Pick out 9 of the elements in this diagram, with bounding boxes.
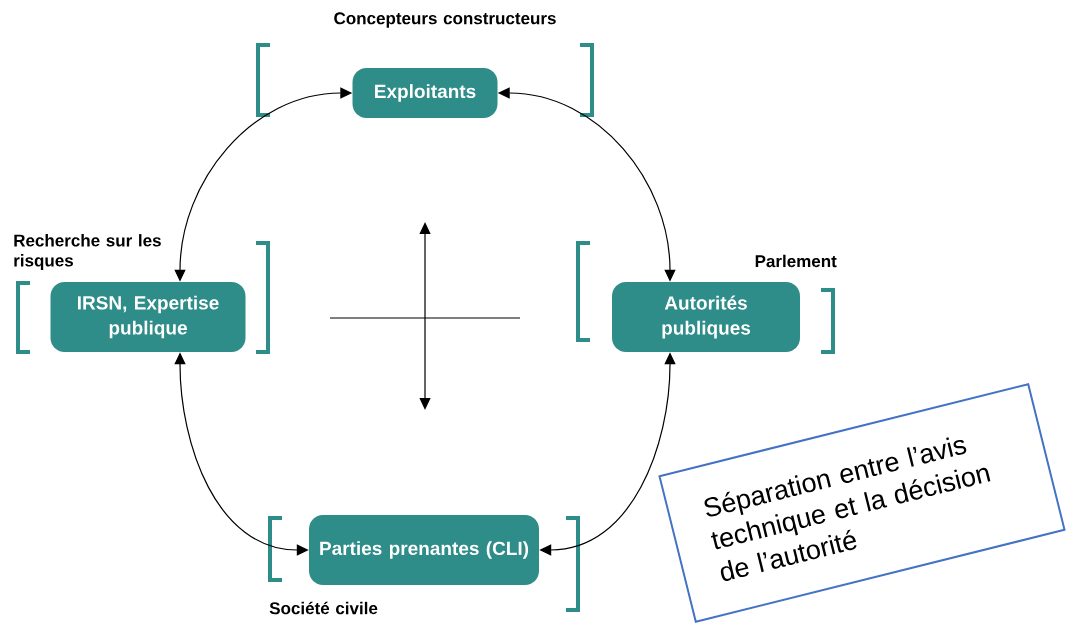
text-box: Séparation entre l’avis technique et la décision de l’autorité <box>658 383 1066 623</box>
group-label: Recherche sur les risques <box>14 234 161 270</box>
group-label: Parlement <box>755 254 837 268</box>
rounded-box: Autorités publiques <box>612 282 800 352</box>
rounded-box: IRSN, Expertise publique <box>50 282 246 352</box>
group-label: Concepteurs constructeurs <box>334 12 556 28</box>
rounded-box: Parties prenantes (CLI) <box>309 515 539 585</box>
rounded-box: Exploitants <box>352 68 498 118</box>
group-label: Société civile <box>269 601 378 615</box>
